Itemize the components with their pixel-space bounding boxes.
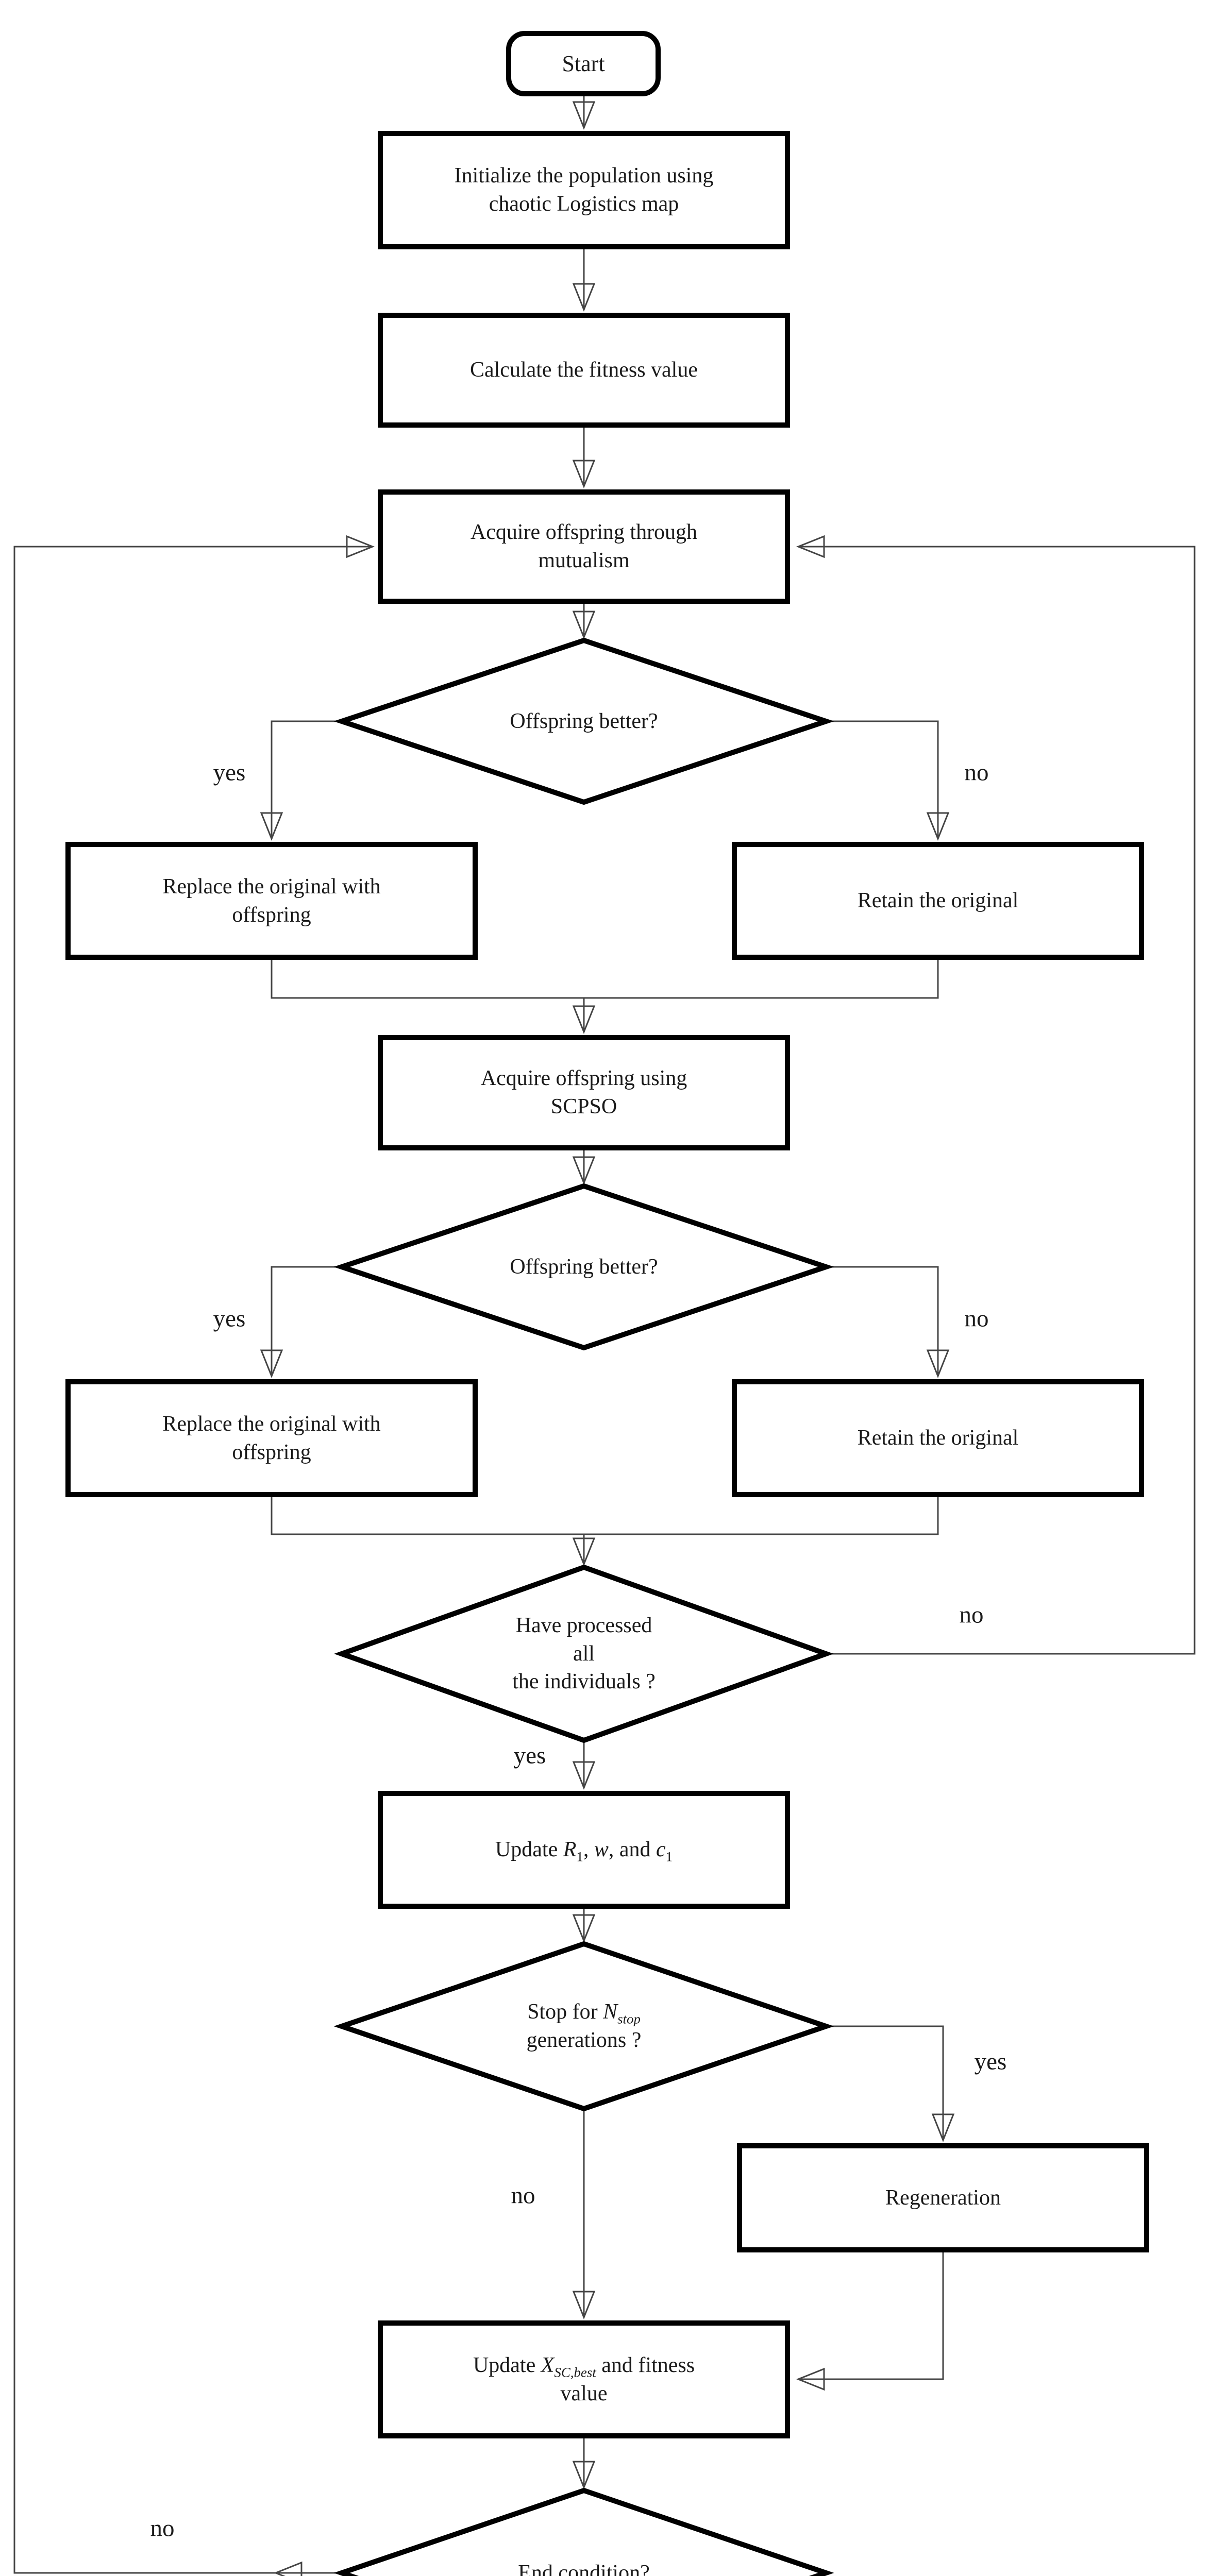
node-offspring-better-1: Offspring better? xyxy=(393,670,775,773)
edge-regeneration-updatebest xyxy=(796,2252,944,2391)
label-offspring1-no: no xyxy=(964,759,989,786)
shape-stop-generations-diamond xyxy=(333,1941,834,2112)
edge-d3-no-loop-mutualism xyxy=(796,535,1196,1655)
offspring-better-1-label: Offspring better? xyxy=(510,709,658,733)
shape-offspring-better-2-diamond xyxy=(333,1183,834,1351)
node-offspring-better-2: Offspring better? xyxy=(393,1215,775,1318)
node-retain-original-2: Retain the original xyxy=(732,1379,1144,1497)
start-label: Start xyxy=(562,50,605,76)
edge-d5-no-loop-mutualism xyxy=(13,535,375,2574)
retain-original-1-label: Retain the original xyxy=(857,889,1019,913)
label-processed-yes: yes xyxy=(513,1742,546,1769)
offspring-better-2-label: Offspring better? xyxy=(510,1255,658,1279)
node-regeneration: Regeneration xyxy=(737,2143,1149,2252)
label-stop-no: no xyxy=(511,2182,535,2209)
edge-d4-yes-regeneration xyxy=(826,2025,955,2143)
calculate-fitness-label: Calculate the fitness value xyxy=(469,358,698,382)
edge-replace1-merge1 xyxy=(271,960,584,999)
label-offspring1-yes: yes xyxy=(213,759,246,786)
node-update-params: Update R1, w, and c1 xyxy=(378,1791,790,1909)
node-retain-original-1: Retain the original xyxy=(732,842,1144,960)
edge-d2-no-retain2 xyxy=(826,1266,950,1379)
edge-retain2-merge2 xyxy=(584,1497,939,1535)
edge-d2-yes-replace2 xyxy=(260,1266,342,1379)
regeneration-label: Regeneration xyxy=(885,2185,1001,2210)
edge-d1-no-retain1 xyxy=(826,720,950,841)
shape-end-condition-diamond xyxy=(333,2487,834,2576)
node-end-condition: End condition? xyxy=(393,2521,775,2576)
edge-retain1-merge1 xyxy=(584,960,939,999)
label-stop-yes: yes xyxy=(974,2048,1007,2075)
end-condition-label: End condition? xyxy=(518,2561,650,2576)
shape-offspring-better-1-diamond xyxy=(333,637,834,805)
edge-d1-yes-replace1 xyxy=(260,720,342,841)
shape-processed-all-diamond xyxy=(334,1564,834,1743)
update-params-label: Update R1, w, and c1 xyxy=(495,1838,673,1865)
label-offspring2-no: no xyxy=(964,1305,989,1332)
node-calculate-fitness: Calculate the fitness value xyxy=(378,313,790,428)
retain-original-2-label: Retain the original xyxy=(857,1426,1019,1450)
label-end-no: no xyxy=(150,2515,175,2542)
edge-replace2-merge2 xyxy=(271,1497,584,1535)
node-start: Start xyxy=(506,31,661,96)
label-processed-no: no xyxy=(959,1601,984,1629)
label-offspring2-yes: yes xyxy=(213,1305,246,1332)
